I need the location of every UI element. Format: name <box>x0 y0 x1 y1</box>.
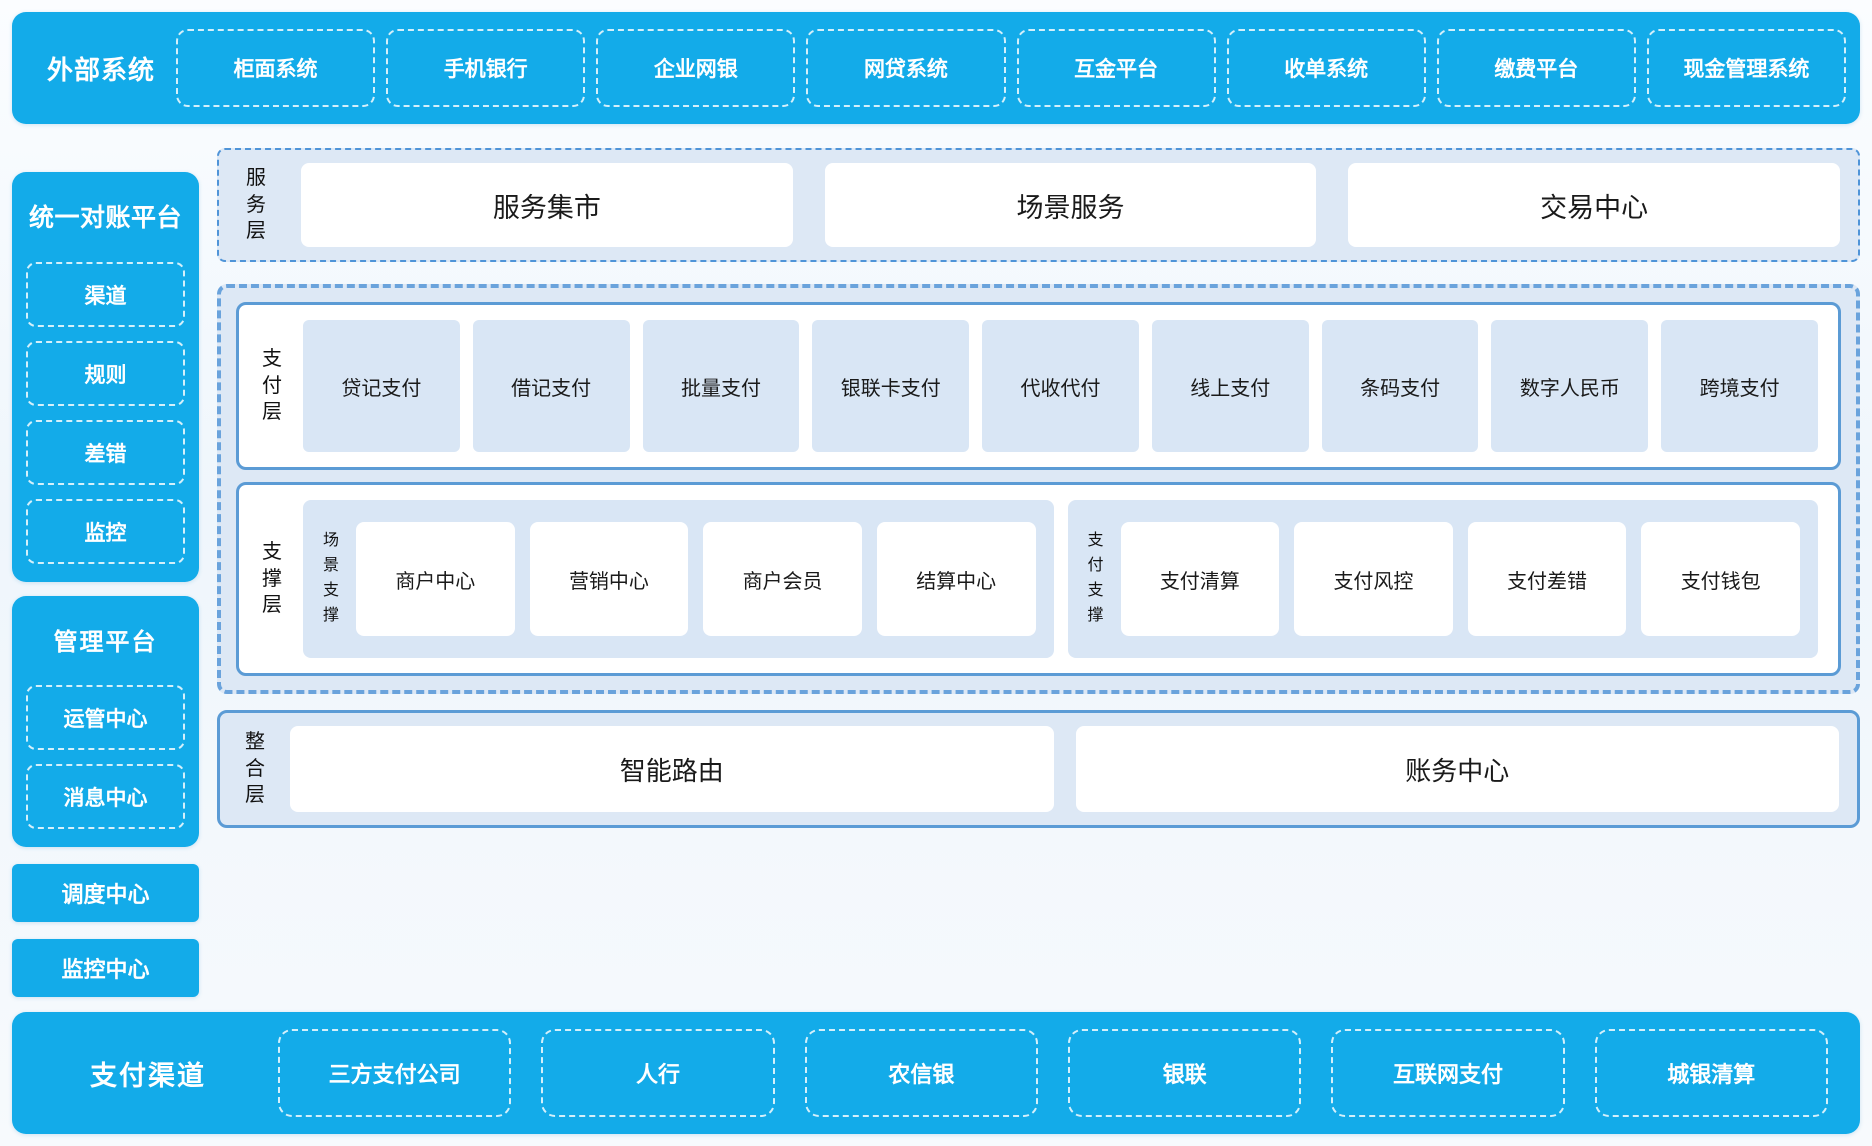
external-systems-bar: 外部系统 柜面系统 手机银行 企业网银 网贷系统 互金平台 收单系统 缴费平台 … <box>12 12 1860 124</box>
support-item: 商户中心 <box>356 522 515 636</box>
service-item: 场景服务 <box>824 163 1317 247</box>
payment-channel-item: 三方支付公司 <box>278 1029 512 1117</box>
external-system-item: 缴费平台 <box>1436 29 1636 107</box>
payment-channel-item: 人行 <box>541 1029 775 1117</box>
payment-channels-title: 支付渠道 <box>90 1060 206 1091</box>
reconciliation-item: 监控 <box>26 499 185 564</box>
support-item: 支付差错 <box>1467 522 1627 636</box>
payment-item: 代收代付 <box>982 320 1139 452</box>
payment-channels-bar: 支付渠道 三方支付公司 人行 农信银 银联 互联网支付 城银清算 <box>12 1012 1860 1134</box>
external-system-item: 企业网银 <box>596 29 796 107</box>
payment-channel-item: 银联 <box>1067 1029 1302 1117</box>
support-item: 支付风控 <box>1294 522 1453 636</box>
support-item: 营销中心 <box>529 522 689 636</box>
service-layer-panel: 服务层 服务集市 场景服务 交易中心 <box>217 148 1860 262</box>
support-item: 支付清算 <box>1120 522 1280 636</box>
support-item: 支付钱包 <box>1641 522 1800 636</box>
integration-layer-label: 整合层 <box>245 731 265 807</box>
management-item: 消息中心 <box>26 764 185 829</box>
support-group-scene-label: 场景支撑 <box>322 532 339 624</box>
reconciliation-item: 差错 <box>26 420 185 485</box>
management-item: 运管中心 <box>26 685 185 750</box>
external-system-item: 收单系统 <box>1226 29 1426 107</box>
external-system-item: 网贷系统 <box>806 29 1006 107</box>
external-systems-title: 外部系统 <box>46 54 155 85</box>
payment-item: 线上支付 <box>1151 320 1309 452</box>
external-system-item: 互金平台 <box>1016 29 1216 107</box>
left-column: 统一对账平台 渠道 规则 差错 监控 管理平台 运管中心 消息中心 调度中心 监… <box>12 148 199 1012</box>
integration-layer-panel: 整合层 智能路由 账务中心 <box>217 710 1860 828</box>
management-platform-title: 管理平台 <box>53 629 158 656</box>
payment-item: 借记支付 <box>472 320 630 452</box>
support-group-scene: 场景支撑 商户中心 营销中心 商户会员 结算中心 <box>303 500 1054 658</box>
payment-item: 银联卡支付 <box>812 320 970 452</box>
reconciliation-item: 渠道 <box>26 262 185 327</box>
support-layer-label: 支撑层 <box>262 541 282 617</box>
integration-item: 智能路由 <box>290 726 1054 812</box>
dispatch-center-block: 调度中心 <box>12 864 199 922</box>
payment-layer-label: 支付层 <box>262 348 282 424</box>
external-system-item: 手机银行 <box>386 29 586 107</box>
external-system-item: 柜面系统 <box>176 29 376 107</box>
support-item: 结算中心 <box>876 522 1036 636</box>
integration-item: 账务中心 <box>1075 726 1839 812</box>
payment-layer-items: 贷记支付 借记支付 批量支付 银联卡支付 代收代付 线上支付 条码支付 数字人民… <box>303 320 1819 452</box>
management-platform-block: 管理平台 运管中心 消息中心 <box>12 596 199 847</box>
service-item: 交易中心 <box>1348 163 1841 247</box>
main-diagram: 服务层 服务集市 场景服务 交易中心 支付层 贷记支付 借记支付 批量支付 银联… <box>217 148 1860 1012</box>
reconciliation-platform-block: 统一对账平台 渠道 规则 差错 监控 <box>12 172 199 582</box>
support-item: 商户会员 <box>703 522 862 636</box>
service-item: 服务集市 <box>301 163 793 247</box>
payment-layer-section: 支付层 贷记支付 借记支付 批量支付 银联卡支付 代收代付 线上支付 条码支付 … <box>236 302 1841 470</box>
payment-item: 数字人民币 <box>1491 320 1649 452</box>
support-group-payment-label: 支付支撑 <box>1087 532 1104 624</box>
payment-channel-item: 城银清算 <box>1594 1029 1828 1117</box>
payment-item: 批量支付 <box>642 320 800 452</box>
support-layer-section: 支撑层 场景支撑 商户中心 营销中心 商户会员 结算中心 支付支撑 支付清算 <box>236 482 1841 676</box>
support-group-payment: 支付支撑 支付清算 支付风控 支付差错 支付钱包 <box>1067 500 1818 658</box>
external-systems-items: 柜面系统 手机银行 企业网银 网贷系统 互金平台 收单系统 缴费平台 现金管理系… <box>176 29 1846 107</box>
payment-channels-items: 三方支付公司 人行 农信银 银联 互联网支付 城银清算 <box>268 1029 1844 1117</box>
reconciliation-item: 规则 <box>26 341 185 406</box>
support-layer-groups: 场景支撑 商户中心 营销中心 商户会员 结算中心 支付支撑 支付清算 支付风控 … <box>303 500 1818 658</box>
payment-item: 贷记支付 <box>303 320 460 452</box>
monitor-center-block: 监控中心 <box>12 939 199 997</box>
payment-channel-item: 农信银 <box>804 1029 1038 1117</box>
payment-support-container: 支付层 贷记支付 借记支付 批量支付 银联卡支付 代收代付 线上支付 条码支付 … <box>217 284 1860 694</box>
reconciliation-platform-title: 统一对账平台 <box>28 204 182 232</box>
payment-channel-item: 互联网支付 <box>1331 1029 1565 1117</box>
service-layer-label: 服务层 <box>246 167 266 243</box>
external-system-item: 现金管理系统 <box>1646 29 1846 107</box>
content-row: 统一对账平台 渠道 规则 差错 监控 管理平台 运管中心 消息中心 调度中心 监… <box>12 124 1860 1012</box>
payment-item: 条码支付 <box>1321 320 1479 452</box>
payment-item: 跨境支付 <box>1661 320 1819 452</box>
